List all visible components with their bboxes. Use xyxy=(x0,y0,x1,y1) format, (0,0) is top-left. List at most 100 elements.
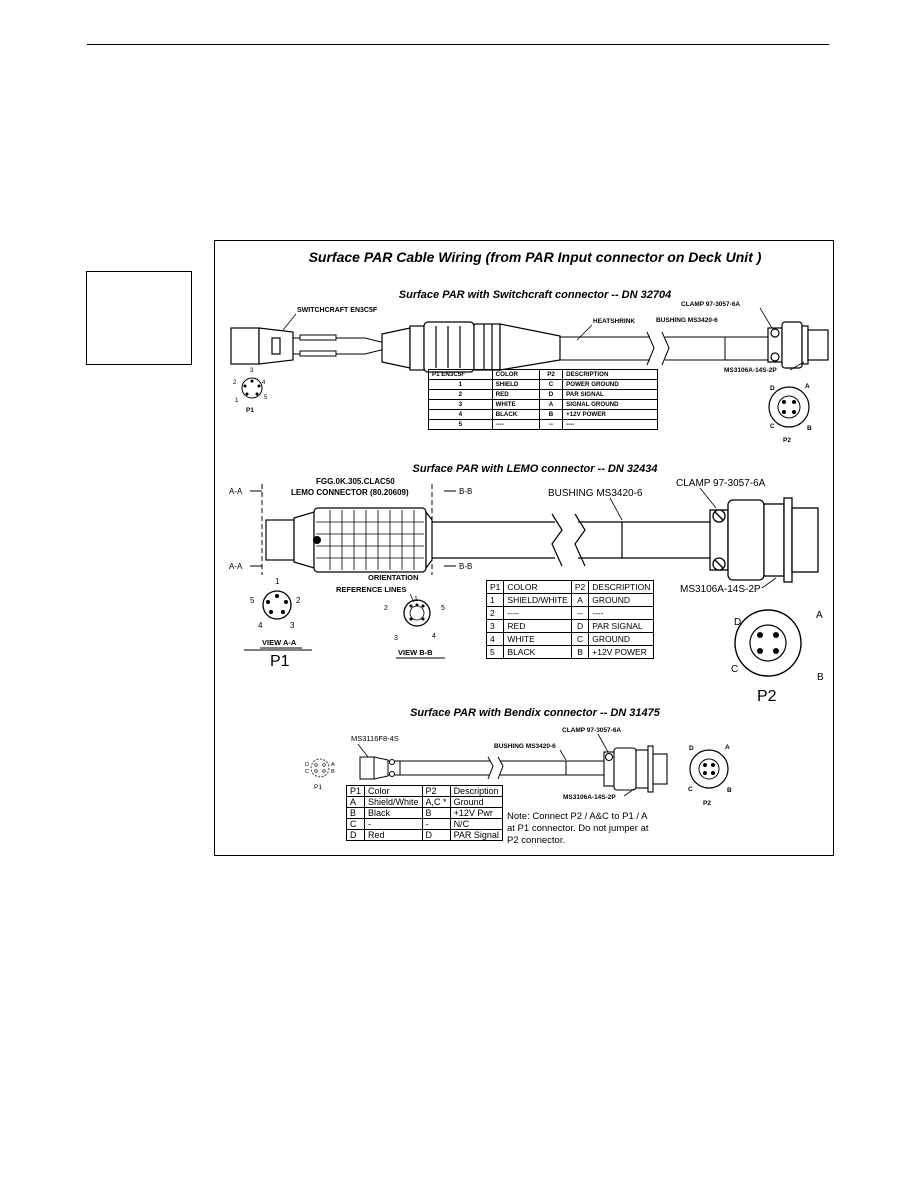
svg-text:C: C xyxy=(731,664,738,675)
switchcraft-clamp-label: CLAMP 97-3057-6A xyxy=(681,301,740,308)
svg-text:4: 4 xyxy=(432,633,436,640)
table-row: 5---------- xyxy=(428,419,658,430)
lemo-plug-label: MS3106A-14S-2P xyxy=(680,584,761,595)
lemo-connector-label: LEMO CONNECTOR (80.20609) xyxy=(291,488,409,497)
svg-text:P2: P2 xyxy=(757,688,777,705)
svg-text:4: 4 xyxy=(262,380,266,386)
svg-text:3: 3 xyxy=(250,368,254,374)
bendix-connector xyxy=(359,756,401,780)
svg-text:B: B xyxy=(331,769,335,775)
svg-text:VIEW B-B: VIEW B-B xyxy=(398,648,433,657)
bendix-p1-face: D A C B P1 xyxy=(305,758,335,791)
bendix-note: Note: Connect P2 / A&C to P1 / A at P1 c… xyxy=(507,811,649,846)
svg-text:D: D xyxy=(734,617,741,628)
diagram-frame xyxy=(214,240,834,856)
svg-text:5: 5 xyxy=(441,605,445,612)
bendix-mil-plug xyxy=(603,745,668,793)
svg-text:P1: P1 xyxy=(270,653,290,670)
switchcraft-p1-face: 3 4 5 1 2 P1 xyxy=(233,368,268,414)
table-header-row: P1 COLOR P2 DESCRIPTION xyxy=(485,580,655,594)
switchcraft-connector-label: SWITCHCRAFT EN3C5F xyxy=(297,307,378,314)
bendix-bushing-label: BUSHING MS3420-6 xyxy=(494,743,556,750)
switchcraft-connector xyxy=(230,327,294,365)
lemo-bb-top: B-B xyxy=(459,487,472,496)
svg-text:B: B xyxy=(817,672,824,683)
bendix-clamp-label: CLAMP 97-3057-6A xyxy=(562,727,621,734)
table-header-row: P1 Color P2 Description xyxy=(345,785,503,797)
svg-text:5: 5 xyxy=(264,395,268,401)
svg-text:3: 3 xyxy=(290,621,295,630)
svg-text:B: B xyxy=(807,425,812,432)
bendix-cable xyxy=(400,756,604,780)
svg-text:D: D xyxy=(689,745,694,752)
svg-text:1: 1 xyxy=(235,398,239,404)
bendix-heading: Surface PAR with Bendix connector -- DN … xyxy=(410,707,661,719)
table-row: C--N/C xyxy=(345,818,503,830)
bendix-p2-face: D A C B P2 xyxy=(688,744,732,807)
lemo-clamp-label: CLAMP 97-3057-6A xyxy=(676,478,766,489)
switchcraft-heading: Surface PAR with Switchcraft connector -… xyxy=(399,289,671,301)
lemo-view-aa: 1 2 3 4 5 VIEW A-A P1 xyxy=(244,577,312,670)
svg-text:1: 1 xyxy=(414,596,418,603)
svg-text:P2: P2 xyxy=(703,800,711,807)
svg-text:2: 2 xyxy=(233,380,237,386)
lemo-connector xyxy=(265,507,433,573)
svg-text:D: D xyxy=(770,385,775,392)
lemo-grip xyxy=(316,510,424,570)
svg-text:P1: P1 xyxy=(246,407,254,414)
svg-text:P2: P2 xyxy=(783,437,791,444)
lemo-reference-label: REFERENCE LINES xyxy=(336,585,406,594)
switchcraft-p2-face: D A C B P2 xyxy=(768,383,812,444)
heatshrink-label: HEATSHRINK xyxy=(593,318,635,325)
lemo-heading: Surface PAR with LEMO connector -- DN 32… xyxy=(413,463,658,475)
table-header-row: P1 EN3C5F COLOR P2 DESCRIPTION xyxy=(428,369,658,380)
lemo-aa-bottom: A-A xyxy=(229,562,243,571)
lemo-bushing-label: BUSHING MS3420-6 xyxy=(548,488,643,499)
svg-text:4: 4 xyxy=(258,621,263,630)
lemo-orientation-label: ORIENTATION xyxy=(368,573,419,582)
lemo-view-bb: 1 2 5 3 4 VIEW B-B xyxy=(384,593,445,659)
switchcraft-plug xyxy=(381,321,561,373)
margin-box xyxy=(86,271,192,365)
bendix-connector-label: MS3116F8-4S xyxy=(351,734,399,743)
lemo-key-dot xyxy=(313,536,321,544)
lemo-p2-face: D A C B P2 xyxy=(731,609,824,705)
svg-text:C: C xyxy=(688,786,693,793)
table-row: 2---------- xyxy=(485,606,655,620)
svg-text:A: A xyxy=(816,610,823,621)
lemo-cable xyxy=(432,513,712,567)
svg-text:2: 2 xyxy=(384,605,388,612)
svg-text:1: 1 xyxy=(275,577,280,586)
switchcraft-cable xyxy=(560,331,768,366)
svg-text:A: A xyxy=(725,744,730,751)
switchcraft-bushing-label: BUSHING MS3420-6 xyxy=(656,317,718,324)
svg-text:B: B xyxy=(727,787,732,794)
svg-text:D: D xyxy=(305,762,309,768)
svg-text:A: A xyxy=(805,383,810,390)
svg-text:VIEW A-A: VIEW A-A xyxy=(262,638,297,647)
lemo-aa-top: A-A xyxy=(229,487,243,496)
svg-text:5: 5 xyxy=(250,596,255,605)
svg-text:2: 2 xyxy=(296,596,301,605)
lemo-mil-plug xyxy=(709,497,819,583)
switchcraft-wires xyxy=(293,334,386,357)
svg-text:A: A xyxy=(331,762,335,768)
lemo-bb-bottom: B-B xyxy=(459,562,472,571)
svg-text:3: 3 xyxy=(394,635,398,642)
lemo-part-label: FGG.0K.305.CLAC50 xyxy=(316,477,395,486)
